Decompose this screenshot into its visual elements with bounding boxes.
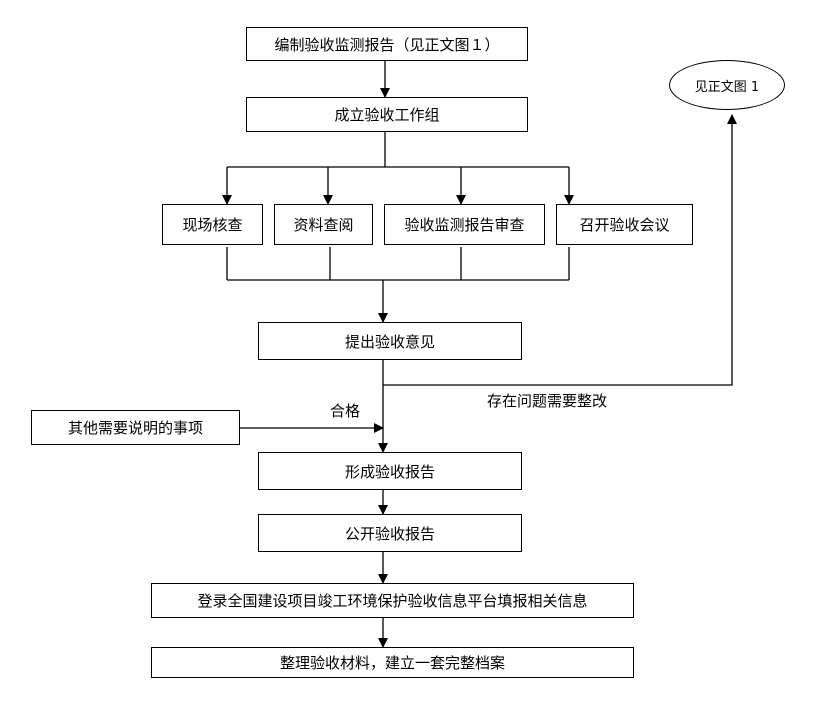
branch-report-review: 验收监测报告审查	[384, 204, 545, 245]
branch-document-review: 资料查阅	[274, 204, 373, 245]
step-form-working-group: 成立验收工作组	[246, 97, 528, 132]
branch-site-check: 现场核查	[162, 204, 263, 245]
step-register-platform: 登录全国建设项目竣工环境保护验收信息平台填报相关信息	[151, 583, 634, 618]
pass-label: 合格	[330, 402, 361, 420]
step-compile-report: 编制验收监测报告（见正文图１）	[246, 27, 528, 61]
arrow-rework-loop	[383, 114, 737, 386]
side-input-other-matters: 其他需要说明的事项	[31, 410, 240, 445]
step-form-report: 形成验收报告	[258, 452, 522, 490]
step-archive-materials: 整理验收材料，建立一套完整档案	[151, 647, 634, 678]
branch-hold-meeting: 召开验收会议	[556, 204, 693, 245]
step-propose-opinion: 提出验收意见	[258, 322, 522, 360]
step-publish-report: 公开验收报告	[258, 514, 522, 552]
ref-node-figure-1: 见正文图 1	[669, 60, 785, 110]
rework-label: 存在问题需要整改	[487, 392, 608, 410]
